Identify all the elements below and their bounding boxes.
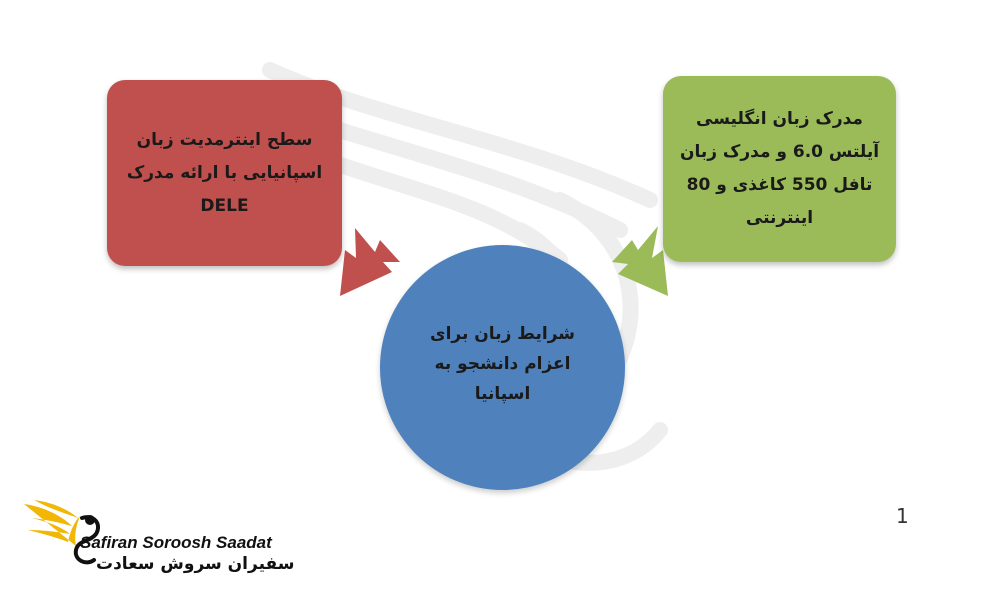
right-box-line-3: تافل 550 کاغذی و 80 bbox=[686, 175, 873, 195]
left-arrow bbox=[340, 228, 400, 296]
circle-line-1: شرایط زبان برای bbox=[430, 323, 575, 344]
phoenix-bird-icon bbox=[24, 500, 101, 565]
left-box-line-3: DELE bbox=[200, 195, 249, 216]
spanish-language-requirement-box: سطح اینترمدیت زبان اسپانیایی با ارائه مد… bbox=[107, 80, 342, 266]
right-box-line-4: اینترنتی bbox=[745, 208, 814, 228]
brand-name-english: Safiran Soroosh Saadat bbox=[80, 533, 272, 552]
central-topic-circle: شرایط زبان برای اعزام دانشجو به اسپانیا bbox=[380, 245, 625, 490]
right-box-line-2: آیلتس 6.0 و مدرک زبان bbox=[679, 142, 880, 162]
circle-line-2: اعزام دانشجو به bbox=[434, 353, 571, 374]
left-box-line-2: اسپانیایی با ارائه مدرک bbox=[126, 162, 323, 183]
brand-name-persian: سفیران سروش سعادت bbox=[96, 554, 295, 574]
right-box-line-1: مدرک زبان انگلیسی bbox=[696, 109, 863, 129]
english-language-requirement-box: مدرک زبان انگلیسی آیلتس 6.0 و مدرک زبان … bbox=[663, 76, 896, 262]
circle-line-3: اسپانیا bbox=[474, 383, 531, 404]
page-number: 1 bbox=[896, 504, 909, 528]
left-box-line-1: سطح اینترمدیت زبان bbox=[136, 129, 313, 150]
right-arrow bbox=[612, 226, 668, 296]
